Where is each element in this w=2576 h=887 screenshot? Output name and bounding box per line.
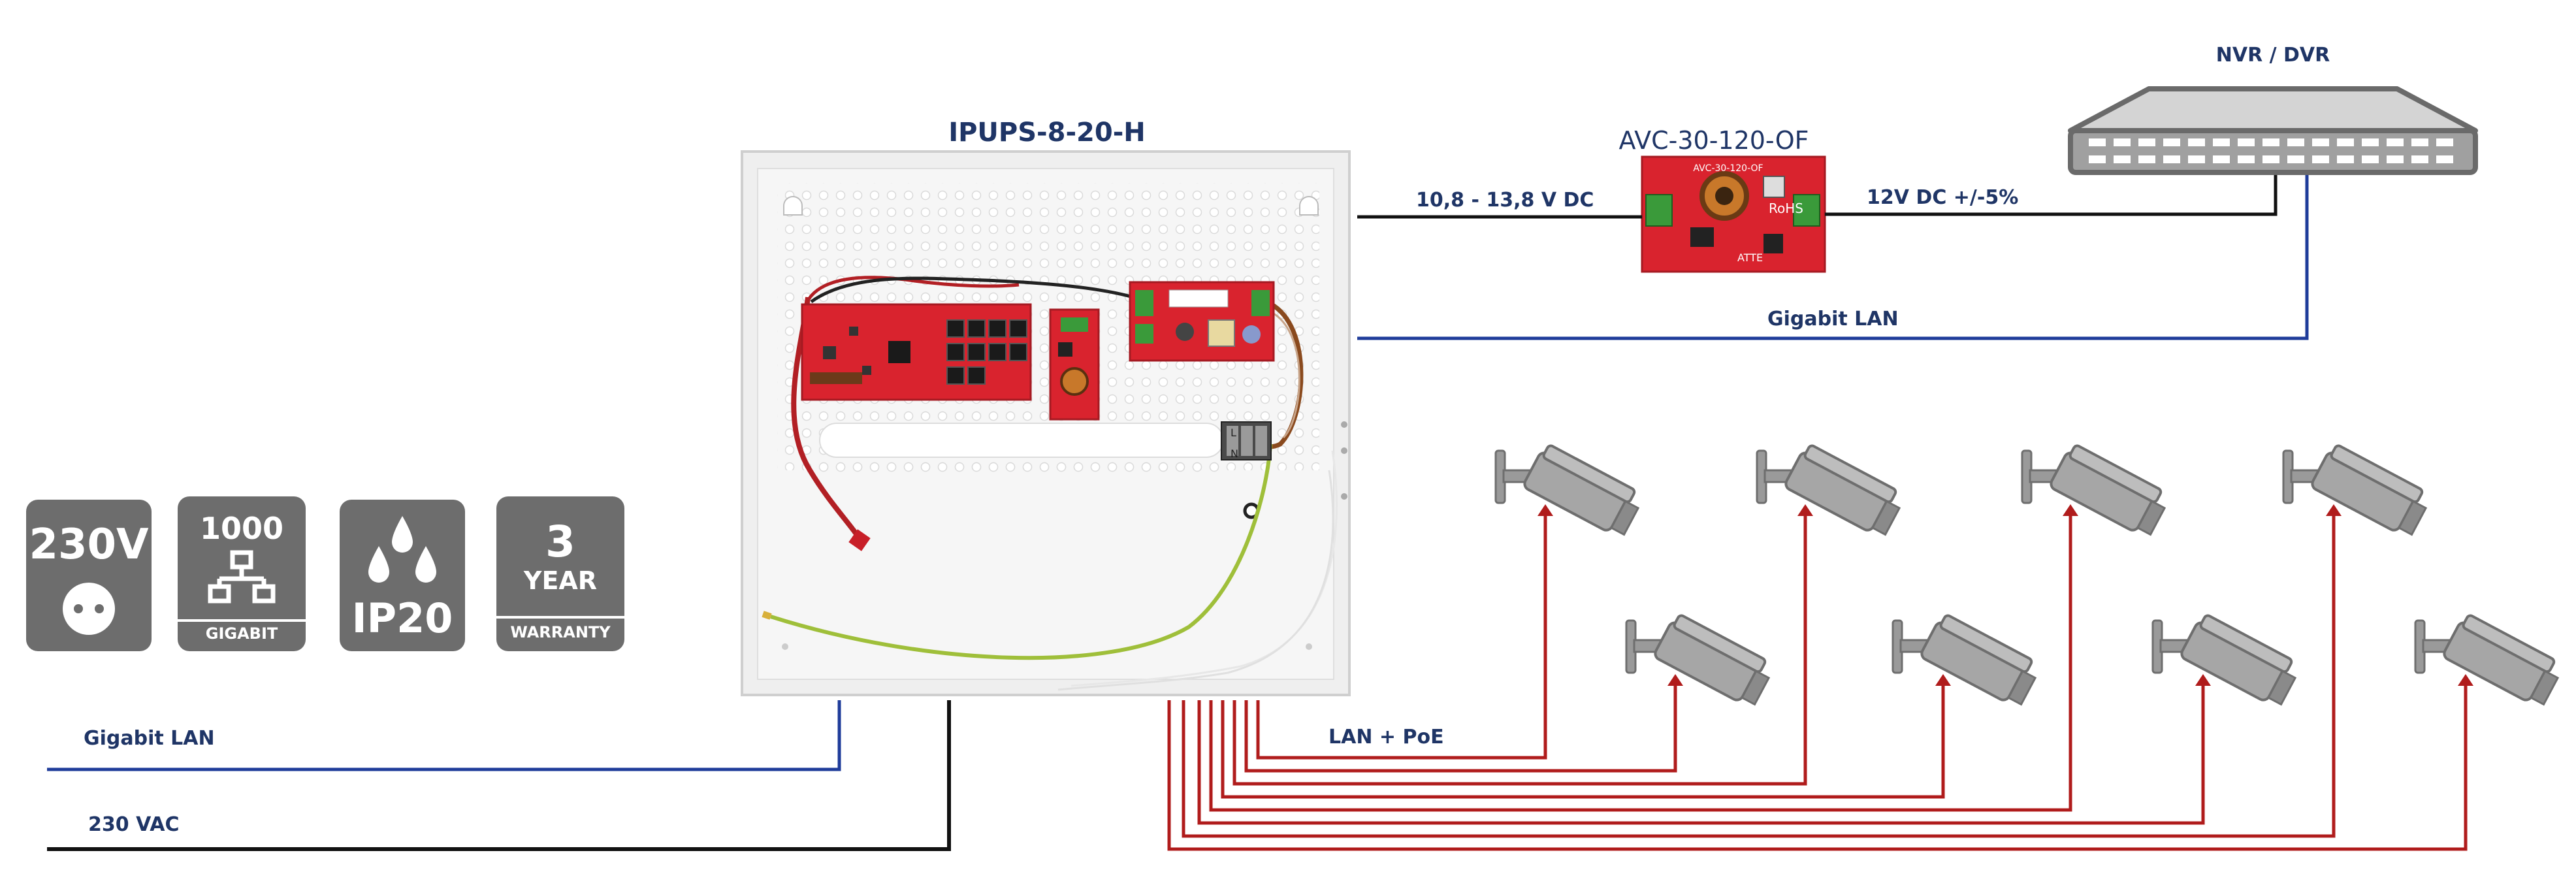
badge-gigabit: 1000 GIGABIT — [178, 496, 306, 651]
ipups-title: IPUPS-8-20-H — [948, 118, 1146, 148]
arrow-up-icon — [1538, 504, 1553, 516]
rohs-mark: RoHS — [1769, 201, 1803, 216]
gigabit-lan-left-label: Gigabit LAN — [84, 727, 215, 750]
badge-ip20: IP20 — [340, 500, 465, 651]
ac-input-line — [47, 700, 951, 851]
arrow-up-icon — [1667, 674, 1683, 686]
poe-line-6 — [1197, 685, 2205, 825]
badge-230v-text: 230V — [29, 521, 149, 569]
avc-title: AVC-30-120-OF — [1619, 126, 1809, 155]
terminal-l-label: L — [1231, 427, 1236, 439]
poe-line-8 — [1167, 685, 2468, 851]
badge-warranty-year: YEAR — [523, 566, 597, 595]
gigabit-lan-top-label: Gigabit LAN — [1767, 308, 1899, 331]
camera-icon — [1625, 611, 1777, 711]
lan-poe-label: LAN + PoE — [1328, 726, 1444, 749]
output-voltage-label: 12V DC +/-5% — [1867, 186, 2018, 209]
badge-warranty: 3 YEAR WARRANTY — [496, 496, 624, 651]
poe-arrows — [1538, 504, 2473, 686]
avc-silkscreen: AVC-30-120-OF — [1693, 163, 1763, 174]
network-icon — [208, 550, 276, 604]
internal-wiring — [762, 276, 1338, 691]
poe-line-3 — [1232, 515, 1807, 786]
terminal-n-label: N — [1231, 447, 1238, 460]
poe-line-5 — [1209, 515, 2072, 812]
poe-line-4 — [1221, 685, 1945, 799]
camera-icon — [1892, 611, 2044, 711]
mains-terminal-block: L N — [1221, 421, 1272, 460]
badge-230v: 230V — [26, 500, 152, 651]
badge-ip20-text: IP20 — [352, 594, 453, 642]
avc-converter-module: AVC-30-120-OF RoHS ATTE — [1641, 155, 1826, 273]
arrow-up-icon — [1797, 504, 1813, 516]
poe-line-1 — [1256, 515, 1547, 760]
internal-converter-board — [1049, 308, 1100, 421]
socket-icon — [63, 583, 115, 635]
camera-icon — [2414, 611, 2566, 711]
gigabit-lan-left-line — [47, 700, 841, 771]
camera-icon — [1494, 441, 1647, 541]
poe-line-7 — [1182, 515, 2336, 838]
arrow-up-icon — [1935, 674, 1951, 686]
water-drops-icon — [368, 516, 436, 583]
camera-icon — [1756, 441, 1908, 541]
arrow-up-icon — [2458, 674, 2473, 686]
brand-mark: ATTE — [1737, 251, 1763, 264]
arrow-up-icon — [2063, 504, 2078, 516]
nvr-label: NVR / DVR — [2216, 44, 2330, 67]
power-supply-board — [1129, 281, 1275, 362]
poe-lines — [1167, 515, 2468, 851]
arrow-up-icon — [2326, 504, 2342, 516]
poe-switch-board — [801, 303, 1032, 401]
camera-icon — [2151, 611, 2304, 711]
camera-icon — [2021, 441, 2173, 541]
badge-warranty-label: WARRANTY — [510, 623, 611, 641]
gigabit-lan-top-line — [1357, 175, 2309, 340]
ac-input-label: 230 VAC — [88, 813, 179, 836]
badge-warranty-number: 3 — [545, 517, 575, 567]
nvr-device — [2068, 86, 2478, 175]
arrow-up-icon — [2195, 674, 2211, 686]
cameras — [1494, 441, 2566, 711]
badge-gigabit-label: GIGABIT — [206, 624, 278, 643]
camera-icon — [2282, 441, 2434, 541]
poe-line-2 — [1244, 685, 1677, 773]
input-voltage-label: 10,8 - 13,8 V DC — [1416, 189, 1594, 212]
badge-gigabit-number: 1000 — [200, 511, 283, 546]
dc-output-line — [1825, 167, 2278, 216]
